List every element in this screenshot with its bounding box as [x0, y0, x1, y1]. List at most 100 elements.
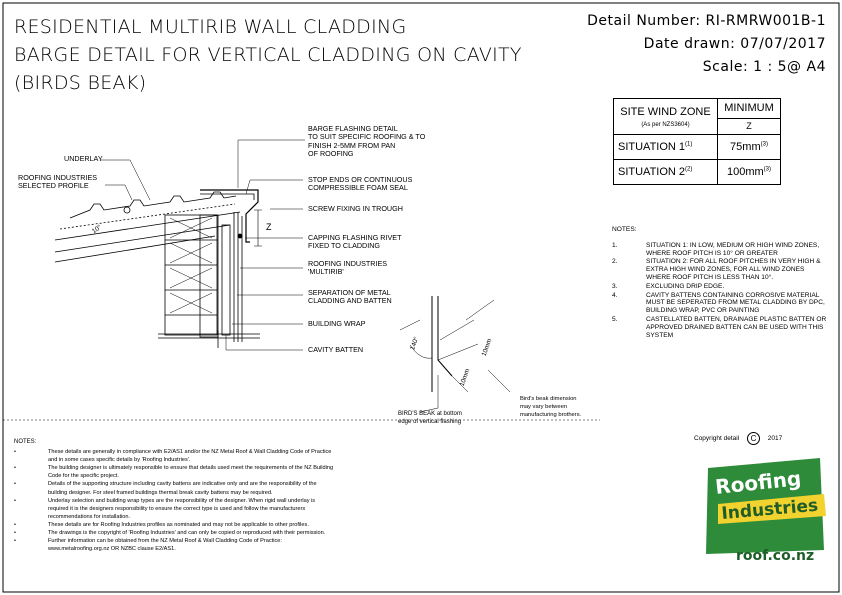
note-right-item: 3.EXCLUDING DRIP EDGE. — [612, 283, 827, 291]
note-bottom-text: recommendations for installation. — [48, 513, 131, 520]
logo-yellow-band — [718, 494, 826, 524]
row2-label: SITUATION 2 — [618, 166, 686, 178]
leader-cavity-batten — [225, 335, 303, 351]
framing-divisions — [165, 239, 217, 316]
note-right-text: CAVITY BATTENS CONTAINING CORROSIVE MATE… — [646, 291, 825, 315]
notes-bottom-heading: NOTES: — [14, 439, 37, 445]
note-bottom-line: recommendations for installation. — [14, 513, 434, 521]
title-line-3: (BIRDS BEAK) — [14, 72, 147, 94]
note-right-text: SITUATION 1: IN LOW, MEDIUM OR HIGH WIND… — [646, 241, 820, 257]
callout-underlay: UNDERLAY — [64, 154, 103, 163]
note-bottom-line: building designer. For steel framed buil… — [14, 489, 434, 497]
leader-profile — [105, 184, 133, 201]
leader-birds-beak-note — [487, 369, 511, 393]
notes-bottom: NOTES: • These details are generally in c… — [14, 438, 434, 553]
note-bottom-text: www.metalroofing.org.nz OR NZBC clause E… — [48, 546, 176, 553]
callout-stop-ends: STOP ENDS OR CONTINUOUS COMPRESSIBLE FOA… — [308, 175, 413, 193]
leader-barge — [237, 139, 305, 188]
screw-fixing-icon — [123, 206, 131, 214]
callout-building-wrap: BUILDING WRAP — [308, 319, 366, 328]
cavity-batten — [221, 224, 231, 336]
flashing-inner — [200, 193, 255, 200]
birds-beak-dimensions — [437, 299, 495, 393]
note-right-item: 4. CAVITY BATTENS CONTAINING CORROSIVE MA… — [612, 292, 827, 315]
notes-right: NOTES: 1. SITUATION 1: IN LOW, MEDIUM OR … — [612, 226, 827, 340]
note-bottom-line: • Details of the supporting structure inc… — [14, 480, 434, 488]
note-right-number: 5. — [612, 315, 618, 323]
row1-label: SITUATION 1 — [618, 141, 686, 153]
copyright-symbol-icon: C — [746, 432, 760, 445]
bullet-icon: • — [14, 497, 16, 504]
bullet-icon: • — [14, 521, 16, 528]
note-bottom-text: and in some cases specific details by 'R… — [48, 457, 191, 464]
callout-screw-fixing: SCREW FIXING IN TROUGH — [308, 204, 403, 213]
note-bottom-text: The drawings is the copyright of 'Roofin… — [48, 530, 326, 537]
note-right-item: 2. SITUATION 2: FOR ALL ROOF PITCHES IN V… — [612, 258, 827, 281]
wind-zone-table: SITE WIND ZONE (As per NZS3604) MINIMUM … — [613, 98, 781, 185]
callout-roofing-profile: ROOFING INDUSTRIES SELECTED PROFILE — [18, 173, 98, 191]
roofing-profile — [69, 191, 237, 219]
bullet-icon: • — [14, 481, 16, 488]
note-bottom-text: These details are for Roofing Industries… — [48, 521, 309, 528]
angle-arc — [409, 344, 433, 359]
date-drawn: Date drawn: 07/07/2017 — [643, 36, 826, 52]
callout-separation: SEPARATION OF METAL CLADDING AND BATTEN — [308, 288, 392, 306]
bottom-line — [158, 333, 260, 339]
row2-label-cell: SITUATION 2(2) — [613, 159, 718, 185]
underlay-line — [59, 203, 236, 230]
dimension-z: Z — [266, 222, 272, 232]
row2-ref: (2) — [685, 166, 693, 173]
note-bottom-text: The building designer is ultimately resp… — [48, 465, 334, 472]
note-right-text: EXCLUDING DRIP EDGE. — [646, 282, 725, 290]
framing-cross-marks — [169, 217, 213, 314]
note-bottom-line: •The drawings is the copyright of 'Roofi… — [14, 529, 434, 537]
birds-beak-flashing — [431, 296, 453, 392]
bullet-icon: • — [14, 465, 16, 472]
note-bottom-line: • The building designer is ultimately res… — [14, 464, 434, 472]
notes-right-list: 1. SITUATION 1: IN LOW, MEDIUM OR HIGH WI… — [612, 242, 827, 340]
note-bottom-line: www.metalroofing.org.nz OR NZBC clause E… — [14, 545, 434, 553]
logo-url: roof.co.nz — [736, 548, 814, 564]
row2-value-ref: (3) — [763, 166, 772, 173]
table-header-right: MINIMUM Z — [717, 98, 781, 135]
note-bottom-line: •Further information can be obtained fro… — [14, 537, 434, 545]
multirib-cladding — [233, 212, 243, 342]
bullet-icon: • — [14, 449, 16, 456]
leader-underlay — [100, 159, 151, 201]
detail-number: Detail Number: RI-RMRW001B-1 — [587, 13, 826, 29]
callout-capping-rivet: CAPPING FLASHING RIVET FIXED TO CLADDING — [308, 233, 402, 251]
callout-birds-beak-note: Bird's beak dimension may vary between m… — [520, 396, 582, 418]
copyright-year: 2017 — [767, 435, 783, 443]
header-site-wind-zone: SITE WIND ZONE — [620, 105, 711, 118]
header-z: Z — [746, 121, 752, 131]
callout-barge-flashing: BARGE FLASHING DETAIL TO SUIT SPECIFIC R… — [308, 124, 426, 159]
z-dimension-line — [254, 209, 262, 247]
row1-label-cell: SITUATION 1(1) — [613, 134, 718, 160]
top-plate-block — [164, 214, 218, 336]
roofing-industries-logo: Roofing Industries roof.co.nz — [700, 454, 830, 570]
scale: Scale: 1 : 5@ A4 — [702, 59, 826, 75]
note-bottom-text: Details of the supporting structure incl… — [48, 481, 317, 488]
callout-birds-beak: BIRD'S BEAK at bottom edge of vertical f… — [398, 411, 462, 425]
note-bottom-line: • These details are for Roofing Industrie… — [14, 521, 434, 529]
leader-birds-beak — [419, 375, 439, 413]
note-bottom-text: These details are generally in complianc… — [48, 449, 332, 456]
header-minimum: MINIMUM — [718, 99, 780, 119]
note-right-number: 1. — [612, 241, 618, 249]
rafter-lines — [54, 211, 241, 263]
note-bottom-text: required it is the designers responsibil… — [48, 505, 306, 512]
note-right-text: SITUATION 2: FOR ALL ROOF PITCHES IN VER… — [646, 258, 821, 281]
note-right-number: 4. — [612, 291, 618, 299]
row1-value-ref: (3) — [760, 141, 768, 148]
note-right-text: CASTELLATED BATTEN, DRAINAGE PLASTIC BAT… — [646, 315, 827, 339]
note-bottom-text: Code for the specific project. — [48, 473, 119, 480]
copyright-line: Copyright detail C 2017 — [694, 432, 782, 445]
note-bottom-line: Code for the specific project. — [14, 472, 434, 480]
title-line-1: RESIDENTIAL MULTIRIB WALL CLADDING — [14, 16, 407, 38]
notes-right-heading: NOTES: — [612, 226, 637, 233]
note-right-number: 2. — [612, 258, 618, 266]
copyright-text: Copyright detail — [694, 435, 740, 443]
